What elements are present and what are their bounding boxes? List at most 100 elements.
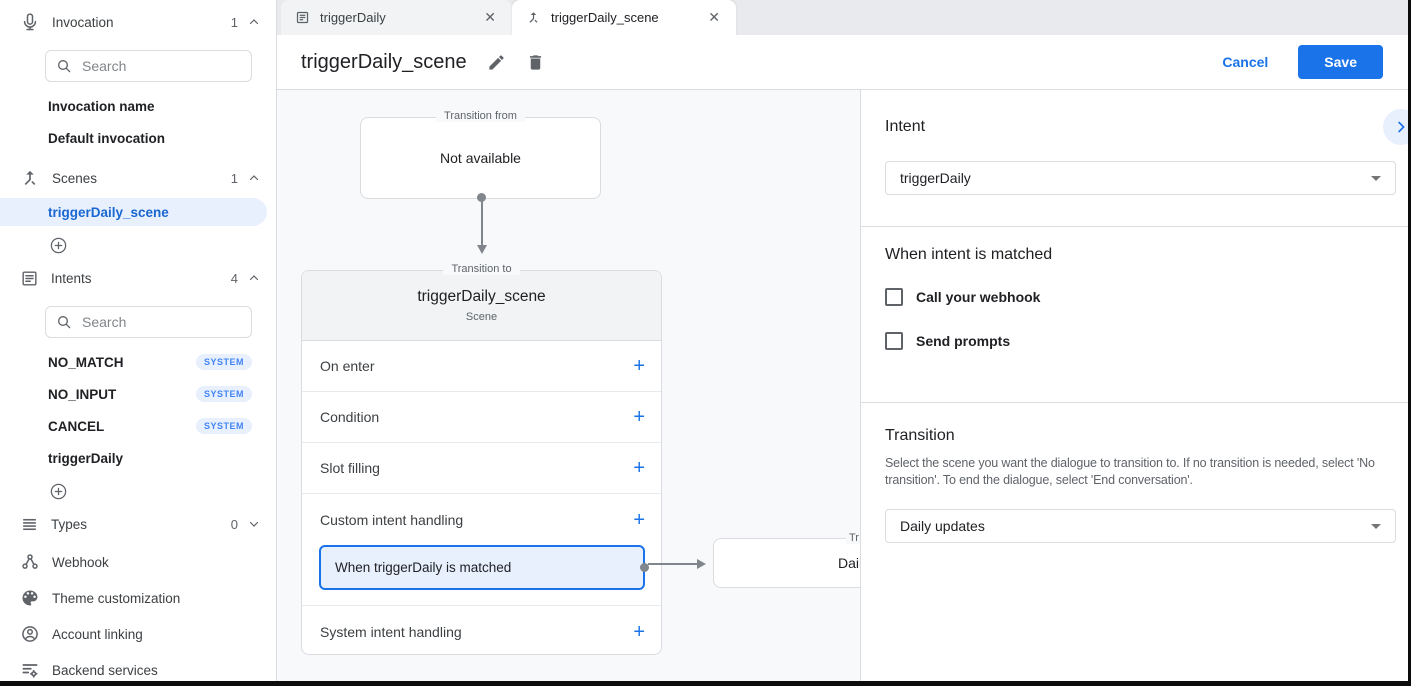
scene-card-header: triggerDaily_scene Scene [302,271,661,341]
row-label: System intent handling [320,623,462,640]
tab-label: triggerDaily_scene [551,10,659,25]
sidebar-section-types[interactable]: Types 0 [0,504,276,544]
sidebar-section-label: Intents [51,270,92,286]
tab-label: triggerDaily [320,10,386,25]
sidebar-section-invocation[interactable]: Invocation 1 [0,0,276,44]
sidebar-item-theme-customization[interactable]: Theme customization [0,580,276,616]
transition-select-value: Daily updates [900,518,985,534]
sidebar: Invocation 1 Invocation name Default inv… [0,0,277,686]
add-intent-button plus-circle-icon[interactable] [49,482,68,501]
checkbox-label: Send prompts [916,333,1011,349]
save-button[interactable]: Save [1298,45,1383,79]
sidebar-item-intent[interactable]: CANCEL SYSTEM [0,412,276,440]
scene-card: Transition to triggerDaily_scene Scene O… [301,263,662,657]
list-gear-icon [20,660,40,680]
chevron-down-icon[interactable] [248,518,260,530]
sidebar-section-label: Invocation [52,14,114,30]
window-bottom-edge [0,681,1411,686]
sidebar-item-intent[interactable]: NO_INPUT SYSTEM [0,380,276,408]
checkbox-label: Call your webhook [916,289,1041,305]
sidebar-item-intent[interactable]: triggerDaily [0,444,276,472]
tab-triggerdaily-scene[interactable]: triggerDaily_scene ✕ [512,0,736,35]
add-system-intent-button[interactable]: + [633,620,645,643]
sidebar-item-default-invocation[interactable]: Default invocation [48,130,166,146]
sidebar-item-intent[interactable]: NO_MATCH SYSTEM [0,348,276,376]
window-right-edge [1408,0,1411,686]
transition-select[interactable]: Daily updates [885,509,1396,543]
add-custom-intent-button[interactable]: + [633,508,645,531]
transition-from-content: Not available [440,150,521,166]
scene-row-condition[interactable]: Condition + [302,392,661,443]
add-slot-filling-button[interactable]: + [633,457,645,479]
sidebar-section-count: 0 [230,516,238,532]
scene-card-title: triggerDaily_scene [417,288,546,305]
scene-row-system-intent-handling[interactable]: System intent handling + [302,606,661,657]
invocation-search-input[interactable] [82,58,212,74]
intents-search-input[interactable] [82,314,212,330]
sidebar-section-count: 4 [230,270,238,286]
intent-select[interactable]: triggerDaily [885,161,1396,195]
close-icon[interactable]: ✕ [484,9,496,25]
sidebar-item-invocation-name[interactable]: Invocation name [48,98,155,114]
transition-from-card[interactable]: Transition from Not available [360,110,601,199]
checkbox-unchecked[interactable] [885,288,903,306]
row-label: Custom intent handling [320,511,464,528]
scene-row-on-enter[interactable]: On enter + [302,341,661,392]
row-label: Slot filling [320,460,380,476]
scene-row-custom-intent-handling: Custom intent handling + When triggerDai… [302,494,661,606]
connector-right-arrow [648,558,706,569]
transition-description: Select the scene you want the dialogue t… [885,456,1375,487]
clipped-card-content: Dail [838,555,863,571]
add-intent-row [0,480,276,502]
search-icon [56,58,72,74]
search-icon [56,314,72,330]
add-condition-button[interactable]: + [633,406,645,428]
call-webhook-checkbox-row[interactable]: Call your webhook [885,288,1396,306]
row-label: On enter [320,358,375,374]
edit-button pencil-icon[interactable] [487,53,506,72]
intent-name: NO_MATCH [48,354,124,370]
main-area: triggerDaily ✕ triggerDaily_scene ✕ trig… [277,0,1411,686]
sidebar-section-scenes[interactable]: Scenes 1 [0,158,276,198]
properties-panel: Intent triggerDaily When intent is match… [860,90,1411,686]
collapse-panel-button[interactable] [1383,109,1411,145]
checkbox-unchecked[interactable] [885,332,903,350]
close-icon[interactable]: ✕ [708,9,720,25]
sidebar-item-account-linking[interactable]: Account linking [0,616,276,652]
chevron-up-icon[interactable] [248,172,260,184]
add-on-enter-button[interactable]: + [633,355,645,377]
sidebar-item-label: Webhook [52,554,109,570]
page-title: triggerDaily_scene [301,50,467,73]
page-header: triggerDaily_scene Cancel Save [277,35,1411,90]
arrowhead-down-icon [476,245,487,254]
person-circle-icon [20,624,40,644]
article-icon [20,269,39,288]
tab-triggerdaily[interactable]: triggerDaily ✕ [281,0,512,35]
intent-handler-chip-selected[interactable]: When triggerDaily is matched [319,545,649,590]
intent-name: NO_INPUT [48,386,117,402]
chevron-up-icon[interactable] [248,16,260,28]
intents-search[interactable] [45,306,252,338]
scene-merge-icon [20,168,40,188]
section-divider [861,402,1411,403]
intent-name: triggerDaily [48,450,124,466]
sidebar-section-intents[interactable]: Intents 4 [0,258,276,298]
scene-row-slot-filling[interactable]: Slot filling + [302,443,661,494]
clipped-card-legend: Tr [846,532,862,544]
delete-button trash-icon[interactable] [526,53,545,72]
system-badge: SYSTEM [195,418,252,434]
chevron-up-icon[interactable] [248,272,260,284]
cancel-button[interactable]: Cancel [1206,46,1284,78]
dropdown-caret-icon [1371,523,1381,529]
section-divider [861,226,1411,227]
sidebar-section-label: Scenes [52,170,98,186]
sidebar-item-backend-services[interactable]: Backend services [0,652,276,686]
invocation-search[interactable] [45,50,252,82]
custom-intent-handling-row[interactable]: Custom intent handling + [302,494,661,545]
sidebar-item-webhook[interactable]: Webhook [0,544,276,580]
send-prompts-checkbox-row[interactable]: Send prompts [885,332,1396,350]
handler-label: When triggerDaily is matched [335,560,512,575]
sidebar-item-triggerdaily-scene-selected[interactable]: triggerDaily_scene [0,198,267,226]
add-scene-button plus-circle-icon[interactable] [49,236,68,255]
